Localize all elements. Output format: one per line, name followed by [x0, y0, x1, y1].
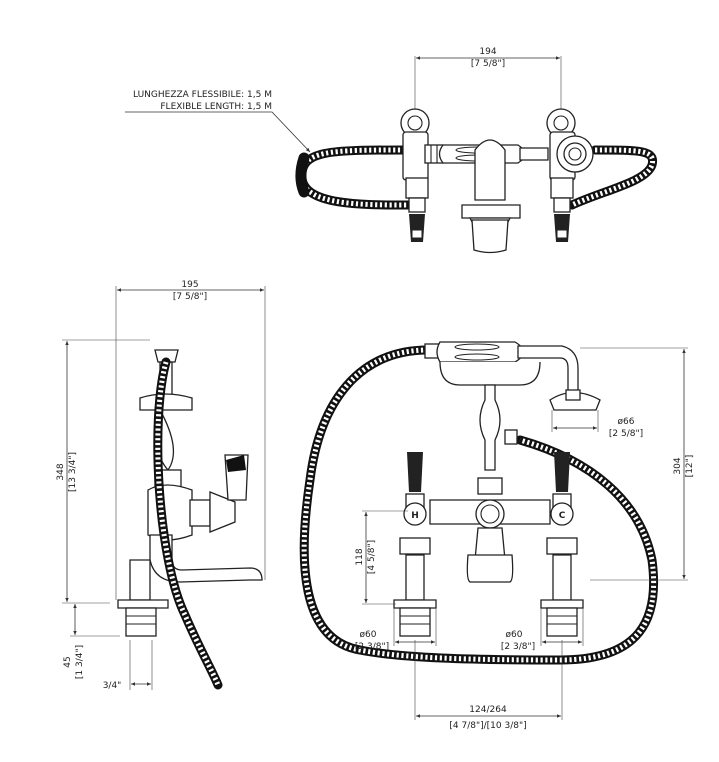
top-hose [295, 145, 658, 210]
cold-mark: C [559, 511, 566, 521]
side-height-in: [13 3/4"] [68, 452, 78, 492]
hose-note-it: LUNGHEZZA FLESSIBILE: 1,5 M [133, 90, 272, 100]
front-handset [424, 341, 601, 411]
front-hose [299, 345, 659, 665]
top-handset [438, 135, 594, 173]
hose-note-en: FLEXIBLE LENGTH: 1,5 M [160, 102, 272, 112]
top-width-mm: 194 [479, 47, 496, 57]
top-width-in: [7 5/8"] [471, 59, 505, 69]
shower-dia-mm: ø66 [618, 417, 635, 427]
flange-right-mm: ø60 [506, 630, 523, 640]
side-height-mm: 348 [56, 463, 66, 480]
front-handle-mm: 118 [355, 548, 365, 565]
side-thread: 3/4" [103, 681, 122, 691]
flange-left-mm: ø60 [360, 630, 377, 640]
top-view: 194 [7 5/8"] LUNGHEZZA FLESSIBILE: 1,5 M… [125, 47, 658, 254]
side-width-in: [7 5/8"] [173, 292, 207, 302]
centers-in: [4 7/8"]/[10 3/8"] [449, 721, 526, 731]
side-base-in: [1 3/4"] [75, 645, 85, 679]
front-height-in: [12"] [685, 455, 695, 478]
shower-dia-in: [2 5/8"] [609, 429, 643, 439]
side-view: 195 [7 5/8"] 348 [13 3/4"] 45 [1 3/4"] 3… [56, 280, 266, 691]
centers-mm: 124/264 [469, 705, 507, 715]
flange-left-in: [2 3/8"] [355, 642, 389, 652]
flange-right-in: [2 3/8"] [501, 642, 535, 652]
side-width-mm: 195 [181, 280, 198, 290]
front-height-mm: 304 [673, 457, 683, 474]
side-base-mm: 45 [63, 656, 73, 667]
front-handle-in: [4 5/8"] [367, 540, 377, 574]
hot-mark: H [411, 511, 419, 521]
front-view: H C 304 [12"] 118 [4 5/8"] ø66 [299, 341, 695, 731]
